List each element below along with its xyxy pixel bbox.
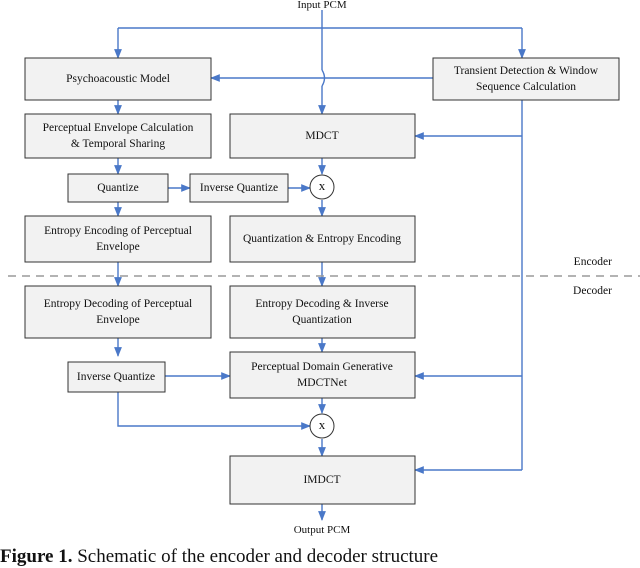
output-pcm-label: Output PCM xyxy=(294,524,351,536)
node-quantization-entropy-encoding: Quantization & Entropy Encoding xyxy=(229,215,416,263)
encoder-label: Encoder xyxy=(574,256,612,268)
multiply-node-decoder: x xyxy=(309,413,335,439)
svg-text:Quantization & Entropy Encodin: Quantization & Entropy Encoding xyxy=(243,233,401,245)
decoder-label: Decoder xyxy=(573,285,612,297)
node-perceptual-envelope: Perceptual Envelope Calculation& Tempora… xyxy=(24,113,212,159)
svg-text:Psychoacoustic Model: Psychoacoustic Model xyxy=(66,73,170,85)
multiply-node-encoder: x xyxy=(309,174,335,200)
svg-text:x: x xyxy=(319,178,326,193)
node-inverse-quantize-encoder: Inverse Quantize xyxy=(189,173,289,203)
figure-caption: Figure 1. Schematic of the encoder and d… xyxy=(0,546,640,568)
input-pcm-label: Input PCM xyxy=(297,0,346,11)
figure-caption-text: Schematic of the encoder and decoder str… xyxy=(72,546,439,567)
svg-text:x: x xyxy=(319,417,326,432)
node-psychoacoustic-model: Psychoacoustic Model xyxy=(24,57,212,101)
node-inverse-quantize-decoder: Inverse Quantize xyxy=(67,361,166,393)
edge-invqdec-mult2 xyxy=(117,392,311,430)
node-quantize: Quantize xyxy=(67,173,169,203)
svg-text:Inverse Quantize: Inverse Quantize xyxy=(200,182,278,194)
svg-text:MDCT: MDCT xyxy=(305,130,338,142)
node-imdct: IMDCT xyxy=(229,455,416,505)
node-mdct: MDCT xyxy=(229,113,416,159)
svg-text:IMDCT: IMDCT xyxy=(303,474,340,486)
edges xyxy=(114,10,526,521)
figure-caption-label: Figure 1. xyxy=(0,546,73,567)
svg-text:Perceptual Envelope Calculatio: Perceptual Envelope Calculation& Tempora… xyxy=(43,122,194,150)
svg-text:Quantize: Quantize xyxy=(97,182,139,194)
svg-text:Inverse Quantize: Inverse Quantize xyxy=(77,371,155,383)
